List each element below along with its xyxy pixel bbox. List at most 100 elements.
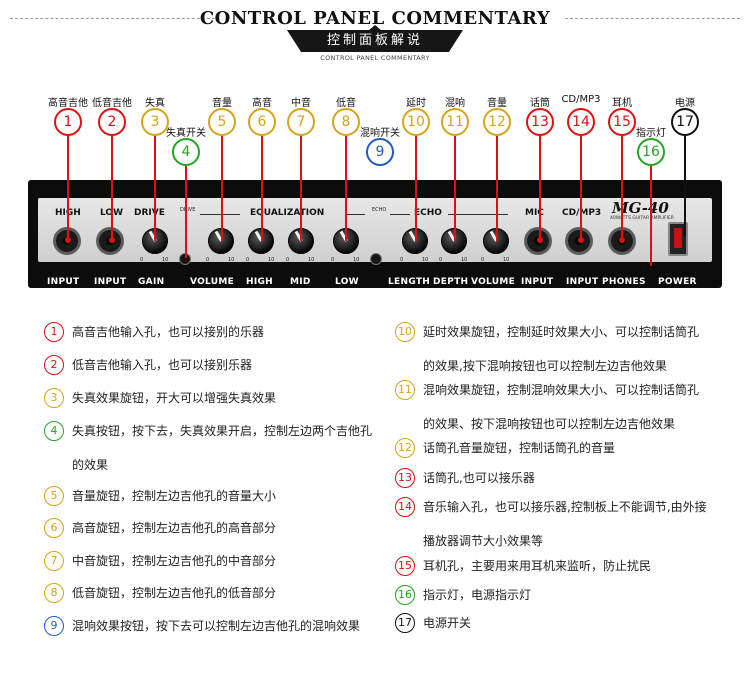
description-line: 音乐输入孔，也可以接乐器,控制板上不能调节,由外接 [423, 500, 707, 514]
callout-number: 7 [287, 108, 315, 136]
description-line: 指示灯，电源指示灯 [423, 588, 532, 602]
description-number: 6 [44, 518, 64, 538]
callout-number: 2 [98, 108, 126, 136]
callout-number: 10 [402, 108, 430, 136]
description-number: 16 [395, 585, 415, 605]
callout-label: 高音吉他 [48, 98, 88, 109]
echo-switch-label: ECHO [372, 208, 386, 213]
leader-line-17 [684, 136, 686, 236]
description-line: 耳机孔，主要用来用耳机来监听，防止扰民 [423, 559, 652, 573]
description-text: 混响效果旋钮，控制混响效果大小、可以控制话筒孔 的效果、按下混响按钮也可以控制左… [423, 373, 699, 441]
callout-number: 15 [608, 108, 636, 136]
callout-label: 混响 [445, 98, 465, 109]
description-text: 电源开关 [423, 606, 471, 640]
callout-number: 16 [637, 138, 665, 166]
callout-label: 延时 [406, 98, 426, 109]
description-number: 3 [44, 388, 64, 408]
description-8: 8 低音旋钮，控制左边吉他孔的低音部分 [44, 583, 276, 610]
description-line: 话筒孔,也可以接乐器 [423, 471, 535, 485]
banner-pointer [368, 25, 382, 31]
panel-label-echo: ECHO [414, 208, 442, 218]
echo-switch-button[interactable] [370, 253, 382, 265]
callout-1: 高音吉他 1 [40, 94, 96, 150]
description-number: 8 [44, 583, 64, 603]
description-line: 高音吉他输入孔，也可以接别的乐器 [72, 325, 265, 339]
mid-scale-min: 0 [286, 257, 290, 263]
depth-scale-min: 0 [439, 257, 443, 263]
callout-number: 1 [54, 108, 82, 136]
callout-label: 高音 [252, 98, 272, 109]
callout-6: 高音 6 [234, 94, 290, 150]
bottom-label-cd-input: INPUT [566, 277, 599, 287]
description-line: 播放器调节大小效果等 [423, 534, 544, 548]
drive-switch-label: DRIVE [180, 208, 195, 213]
leader-line-11 [454, 136, 456, 241]
low-scale-min: 0 [331, 257, 335, 263]
callout-number: 11 [441, 108, 469, 136]
description-number: 4 [44, 421, 64, 441]
description-line: 高音旋钮，控制左边吉他孔的高音部分 [72, 521, 277, 535]
description-line: 失真按钮，按下去，失真效果开启，控制左边两个吉他孔 [72, 424, 373, 438]
leader-end-2 [109, 237, 115, 243]
low-scale-max: 10 [353, 257, 360, 263]
callout-15: 耳机 15 [594, 94, 650, 150]
description-13: 13 话筒孔,也可以接乐器 [395, 468, 535, 495]
description-text: 高音旋钮，控制左边吉他孔的高音部分 [72, 511, 276, 545]
callout-number: 9 [366, 138, 394, 166]
high-scale-max: 10 [268, 257, 275, 263]
callout-label: 低音吉他 [92, 98, 132, 109]
gain-scale-max: 10 [162, 257, 169, 263]
leader-line-13 [539, 136, 541, 239]
callout-10: 延时 10 [388, 94, 444, 150]
leader-line-8 [345, 136, 347, 241]
bottom-label-high: HIGH [246, 277, 274, 287]
leader-line-6 [261, 136, 263, 241]
leader-line-3 [154, 136, 156, 241]
echo-line-left [390, 214, 410, 215]
description-7: 7 中音旋钮，控制左边吉他孔的中音部分 [44, 551, 276, 578]
description-number: 11 [395, 380, 415, 400]
callout-label: 混响开关 [360, 128, 400, 139]
leader-line-10 [415, 136, 417, 241]
description-text: 失真按钮，按下去，失真效果开启，控制左边两个吉他孔 的效果 [72, 414, 372, 482]
length-scale-min: 0 [400, 257, 404, 263]
description-number: 14 [395, 497, 415, 517]
callout-2: 低音吉他 2 [84, 94, 140, 150]
description-9: 9 混响效果按钮，按下去可以控制左边吉他孔的混响效果 [44, 616, 360, 643]
description-text: 低音旋钮，控制左边吉他孔的低音部分 [72, 576, 276, 610]
description-number: 5 [44, 486, 64, 506]
length-scale-max: 10 [422, 257, 429, 263]
description-5: 5 音量旋钮，控制左边吉他孔的音量大小 [44, 486, 276, 513]
callout-label: 音量 [212, 98, 232, 109]
description-text: 音乐输入孔，也可以接乐器,控制板上不能调节,由外接 播放器调节大小效果等 [423, 490, 707, 558]
bottom-label-gain: GAIN [138, 277, 165, 287]
callout-number: 13 [526, 108, 554, 136]
bottom-label-input-2: INPUT [94, 277, 127, 287]
high-scale-min: 0 [246, 257, 250, 263]
callout-number: 12 [483, 108, 511, 136]
bottom-label-mid: MID [290, 277, 311, 287]
callout-label: 中音 [291, 98, 311, 109]
callout-number: 14 [567, 108, 595, 136]
description-text: 话筒孔音量旋钮，控制话筒孔的音量 [423, 431, 615, 465]
description-line: 低音吉他输入孔，也可以接别乐器 [72, 358, 253, 372]
description-text: 高音吉他输入孔，也可以接别的乐器 [72, 315, 264, 349]
callout-5: 音量 5 [194, 94, 250, 150]
description-text: 混响效果按钮，按下去可以控制左边吉他孔的混响效果 [72, 609, 360, 643]
echo-volume-scale-max: 10 [503, 257, 510, 263]
bottom-label-volume: VOLUME [190, 277, 235, 287]
description-6: 6 高音旋钮，控制左边吉他孔的高音部分 [44, 518, 276, 545]
bottom-label-volume-2: VOLUME [471, 277, 516, 287]
description-1: 1 高音吉他输入孔，也可以接别的乐器 [44, 322, 264, 349]
callout-label: 低音 [336, 98, 356, 109]
brand-logo: MG-40 [612, 199, 669, 217]
header-rule-right [565, 18, 740, 19]
bottom-label-mic-input: INPUT [521, 277, 554, 287]
depth-scale-max: 10 [461, 257, 468, 263]
power-switch[interactable] [668, 222, 688, 256]
gain-scale-min: 0 [140, 257, 144, 263]
leader-line-16 [650, 166, 652, 266]
description-line: 的效果,按下混响按钮也可以控制左边吉他效果 [423, 359, 667, 373]
description-10: 10 延时效果旋钮，控制延时效果大小、可以控制话筒孔 的效果,按下混响按钮也可以… [395, 322, 699, 383]
description-text: 耳机孔，主要用来用耳机来监听，防止扰民 [423, 549, 651, 583]
